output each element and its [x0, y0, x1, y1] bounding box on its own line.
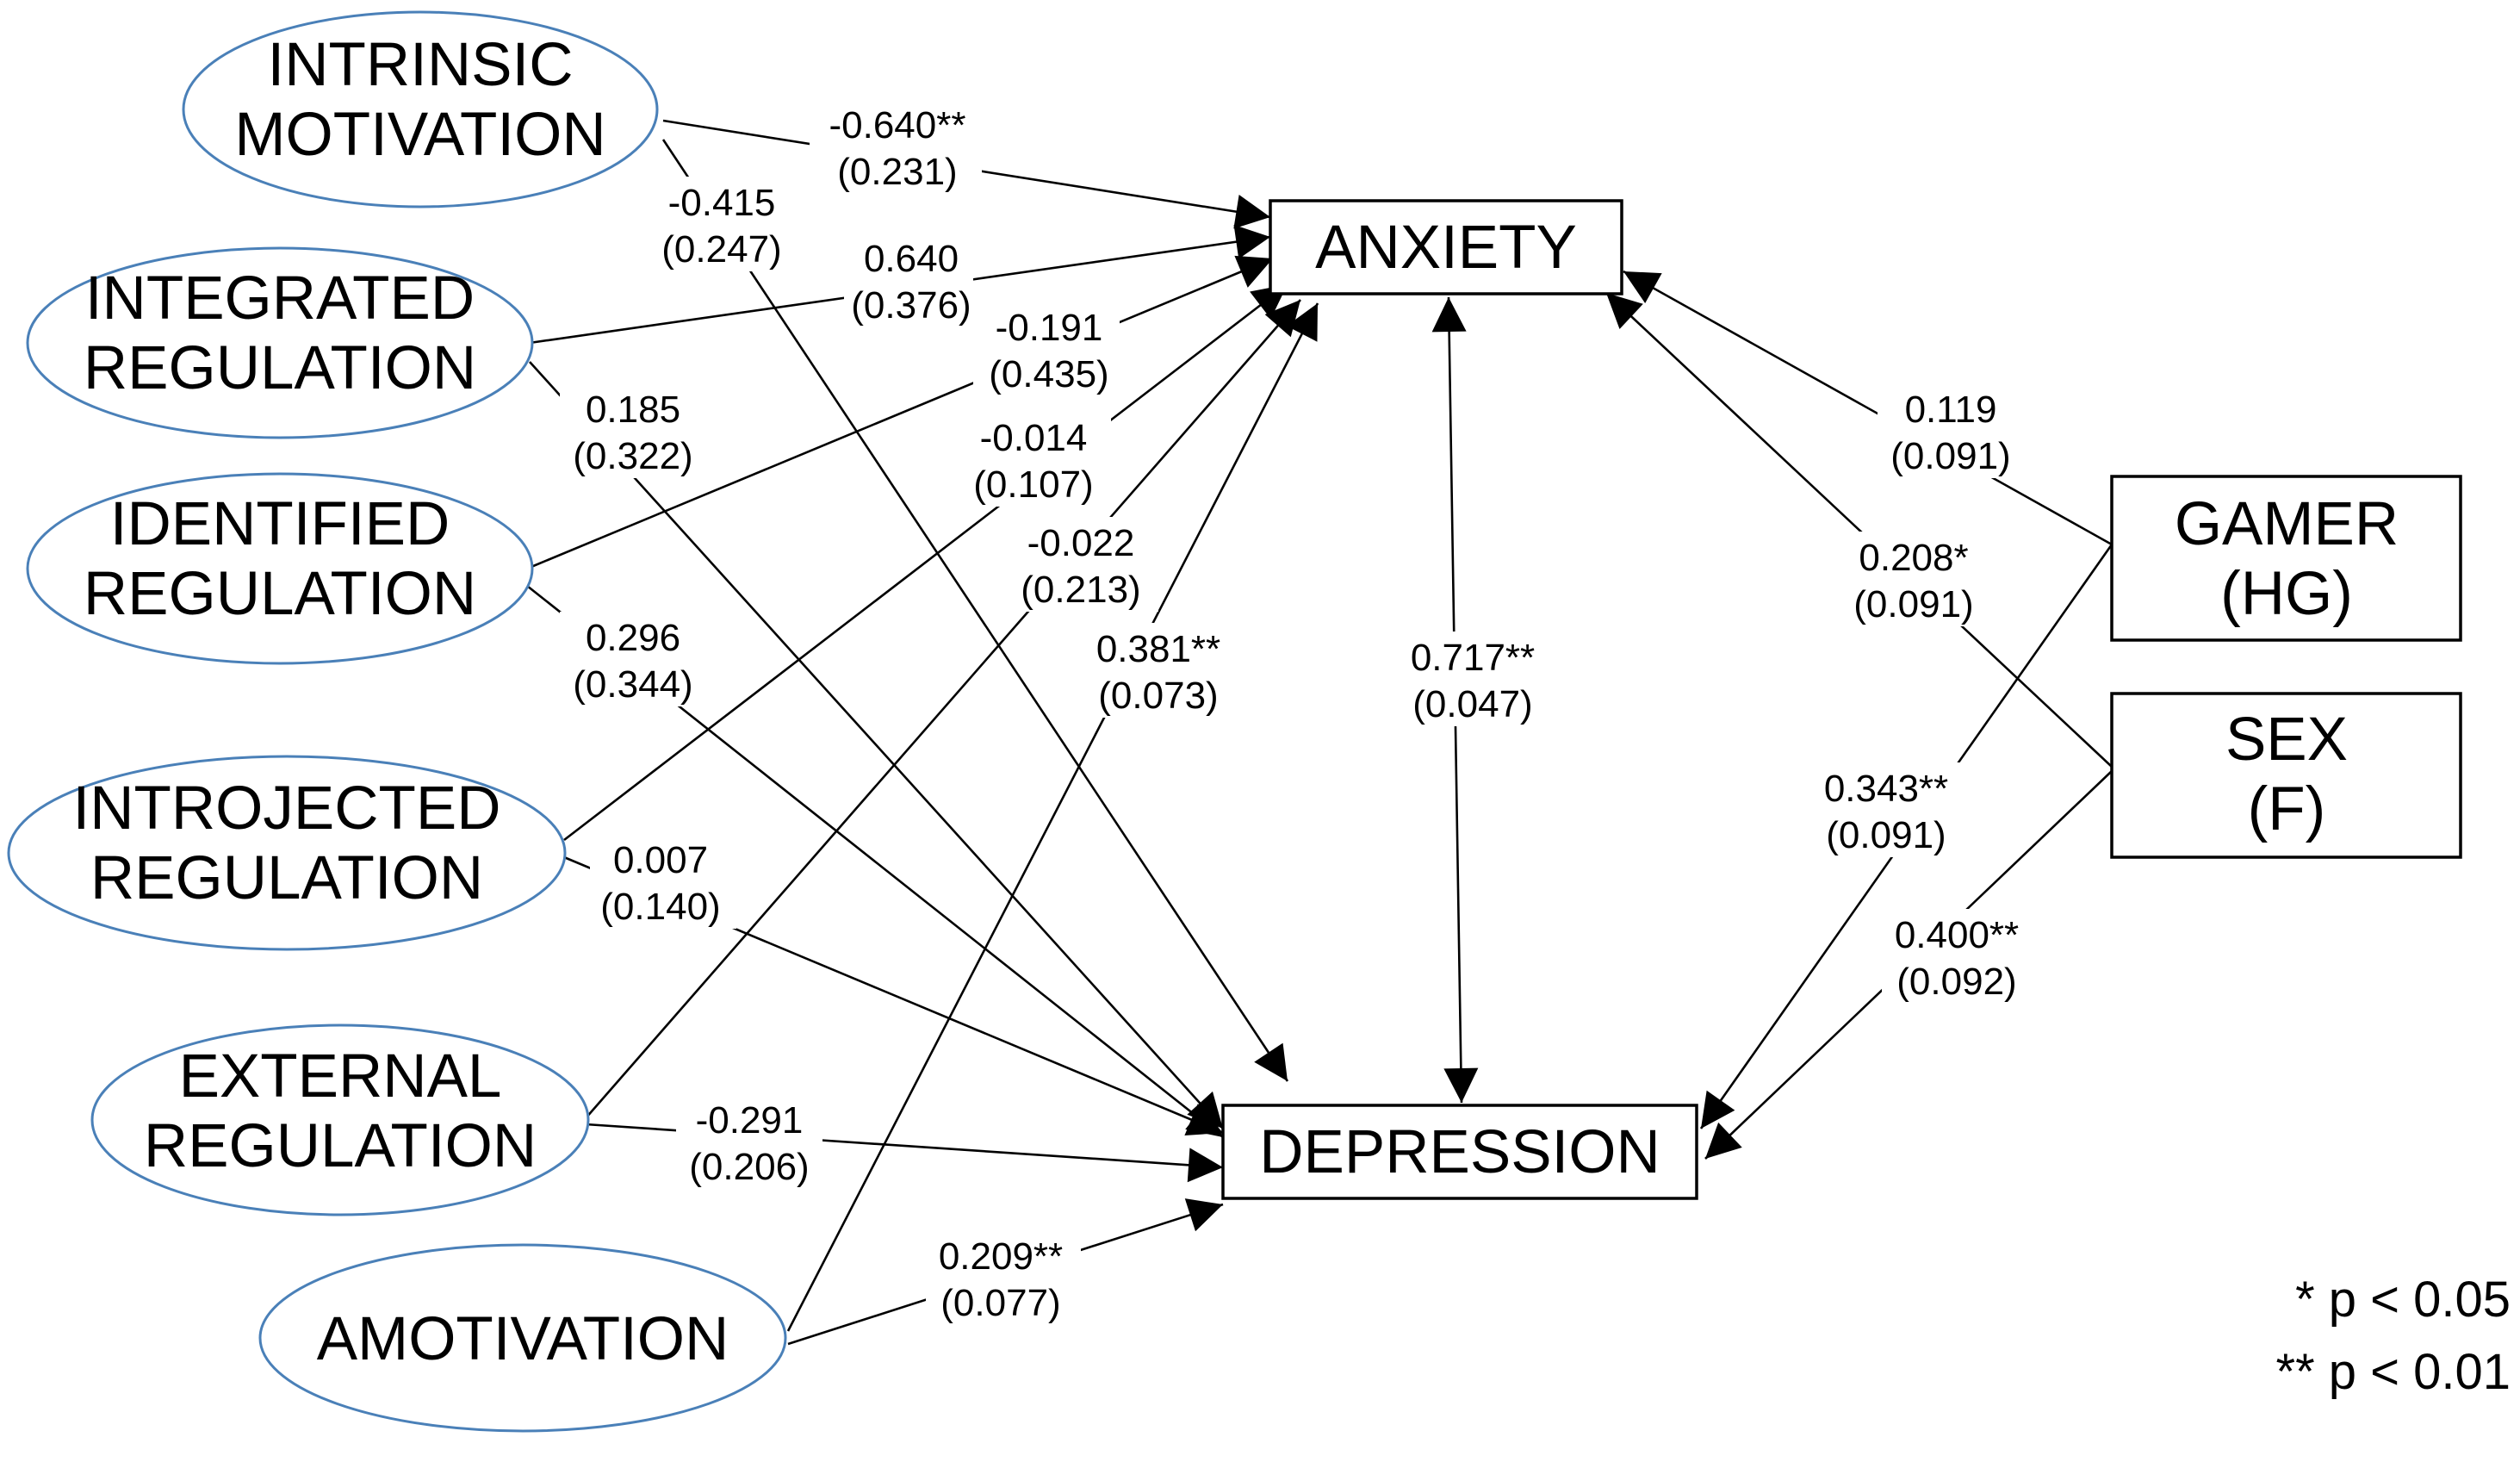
coef-estimate: -0.191 — [996, 307, 1103, 349]
path-gamer-anxiety — [1623, 270, 2113, 546]
legend-line-1: * p < 0.05 — [2295, 1272, 2511, 1328]
coef-external-depression: -0.291 (0.206) — [689, 1099, 809, 1188]
node-depression: DEPRESSION — [1221, 1104, 1698, 1200]
coefficient-labels: -0.640** (0.231) -0.415 (0.247) 0.640 (0… — [573, 104, 2019, 1324]
coef-se: (0.073) — [1098, 675, 1218, 717]
coef-identified-anxiety: -0.191 (0.435) — [989, 307, 1108, 395]
coef-anxiety-depression: 0.717** (0.047) — [1411, 637, 1535, 725]
significance-legend: * p < 0.05 ** p < 0.01 — [2276, 1272, 2511, 1400]
coef-introjected-anxiety: -0.014 (0.107) — [973, 417, 1093, 506]
path-introjected-anxiety — [563, 283, 1288, 842]
coef-intrinsic-depression: -0.415 (0.247) — [661, 182, 781, 271]
coef-intrinsic-anxiety: -0.640** (0.231) — [829, 104, 965, 193]
node-introjected-regulation: INTROJECTED REGULATION — [7, 755, 567, 951]
node-external-regulation: EXTERNAL REGULATION — [90, 1023, 590, 1216]
coef-se: (0.091) — [1890, 435, 2010, 477]
node-label-line: REGULATION — [90, 844, 483, 912]
coef-estimate: 0.343** — [1824, 768, 1948, 810]
node-integrated-regulation: INTEGRATED REGULATION — [26, 246, 534, 439]
coef-estimate: 0.640 — [864, 238, 959, 280]
coef-integrated-depression: 0.185 (0.322) — [573, 389, 692, 477]
coef-estimate: 0.208* — [1859, 537, 1968, 579]
label-gaps — [560, 99, 2037, 1325]
node-identified-regulation: IDENTIFIED REGULATION — [26, 472, 534, 665]
coef-se: (0.077) — [940, 1282, 1060, 1324]
node-sex: SEX (F) — [2110, 692, 2462, 859]
path-intrinsic-depression — [661, 139, 1289, 1082]
coef-estimate: 0.717** — [1411, 637, 1535, 679]
node-label-line: (HG) — [2220, 560, 2353, 628]
node-gamer: GAMER (HG) — [2110, 475, 2462, 642]
coef-se: (0.213) — [1021, 569, 1140, 611]
node-label-line: ANXIETY — [1315, 214, 1577, 282]
coef-external-anxiety: -0.022 (0.213) — [1021, 522, 1140, 611]
coef-se: (0.206) — [689, 1146, 809, 1188]
path-sex-anxiety — [1605, 292, 2113, 768]
coef-se: (0.091) — [1853, 583, 1973, 625]
coef-sex-anxiety: 0.208* (0.091) — [1853, 537, 1973, 625]
node-label-line: REGULATION — [144, 1112, 537, 1180]
coef-se: (0.091) — [1826, 814, 1946, 856]
coef-estimate: -0.415 — [668, 182, 776, 224]
coef-estimate: 0.209** — [939, 1235, 1063, 1278]
node-label-line: MOTIVATION — [234, 101, 605, 169]
path-external-anxiety — [585, 299, 1301, 1119]
coef-se: (0.047) — [1412, 683, 1532, 725]
node-intrinsic-motivation: INTRINSIC MOTIVATION — [182, 10, 659, 208]
coef-se: (0.435) — [989, 353, 1108, 395]
node-label-line: EXTERNAL — [179, 1042, 502, 1110]
coef-introjected-depression: 0.007 (0.140) — [600, 839, 720, 928]
node-label-line: INTEGRATED — [85, 264, 475, 333]
coef-se: (0.247) — [661, 228, 781, 271]
node-amotivation: AMOTIVATION — [258, 1243, 787, 1433]
observed-nodes: ANXIETY DEPRESSION GAMER (HG) SEX (F) — [1221, 199, 2462, 1200]
path-amotivation-anxiety — [786, 302, 1319, 1332]
coef-se: (0.107) — [973, 463, 1093, 506]
coef-estimate: 0.296 — [586, 617, 680, 659]
coef-amotivation-anxiety: 0.381** (0.073) — [1096, 628, 1220, 717]
coef-gamer-anxiety: 0.119 (0.091) — [1890, 389, 2010, 477]
node-label-line: SEX — [2225, 706, 2348, 774]
coef-sex-depression: 0.400** (0.092) — [1895, 914, 2019, 1003]
node-label-line: REGULATION — [84, 334, 476, 402]
coef-se: (0.092) — [1896, 961, 2016, 1003]
path-integrated-depression — [529, 361, 1224, 1129]
coef-estimate: 0.119 — [1905, 389, 1997, 431]
path-identified-anxiety — [526, 255, 1274, 570]
node-label-line: AMOTIVATION — [317, 1305, 729, 1373]
node-label-line: (F) — [2248, 775, 2326, 843]
coef-estimate: -0.291 — [696, 1099, 804, 1142]
coef-se: (0.140) — [600, 886, 720, 928]
coef-estimate: 0.007 — [613, 839, 708, 881]
coef-se: (0.376) — [851, 284, 971, 327]
coef-gamer-depression: 0.343** (0.091) — [1824, 768, 1948, 856]
coef-se: (0.322) — [573, 435, 692, 477]
node-label-line: DEPRESSION — [1259, 1118, 1660, 1186]
coef-estimate: -0.014 — [980, 417, 1088, 459]
latent-nodes: INTRINSIC MOTIVATION INTEGRATED REGULATI… — [7, 10, 787, 1433]
coef-estimate: 0.400** — [1895, 914, 2019, 956]
coef-estimate: 0.185 — [586, 389, 680, 431]
legend-line-2: ** p < 0.01 — [2276, 1344, 2511, 1400]
coef-se: (0.344) — [573, 663, 692, 706]
coef-identified-depression: 0.296 (0.344) — [573, 617, 692, 706]
node-anxiety: ANXIETY — [1269, 199, 1623, 296]
node-label-line: GAMER — [2175, 490, 2399, 558]
coef-se: (0.231) — [837, 151, 957, 193]
coef-estimate: -0.022 — [1027, 522, 1135, 564]
node-label-line: REGULATION — [84, 560, 476, 628]
node-label-line: INTROJECTED — [73, 775, 501, 843]
node-label-line: IDENTIFIED — [110, 490, 450, 558]
coef-amotivation-depression: 0.209** (0.077) — [939, 1235, 1063, 1324]
coef-estimate: 0.381** — [1096, 628, 1220, 670]
coef-integrated-anxiety: 0.640 (0.376) — [851, 238, 971, 327]
coef-estimate: -0.640** — [829, 104, 965, 146]
node-label-line: INTRINSIC — [268, 31, 574, 99]
